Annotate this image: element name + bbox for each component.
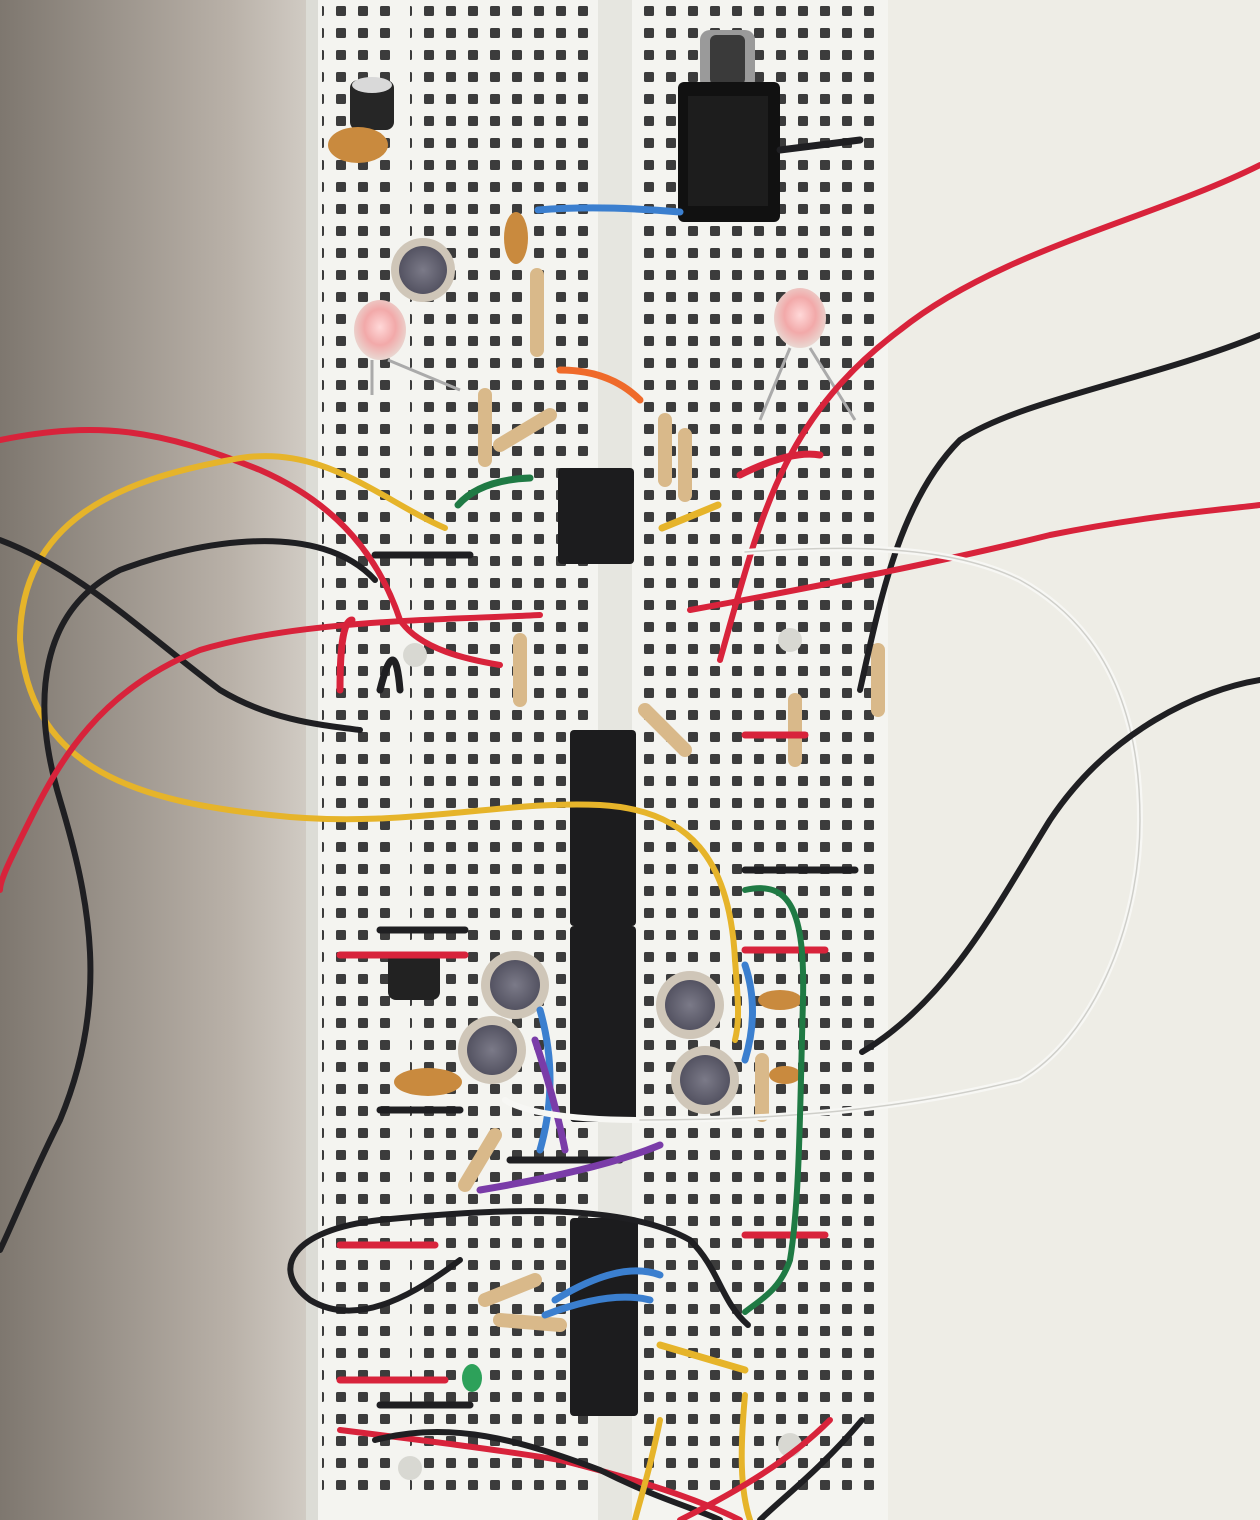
ic-chips <box>558 468 638 1416</box>
audio-jack-icon <box>678 30 780 222</box>
ic-16pin-middle <box>570 926 636 1122</box>
resistor-icon <box>458 268 885 1332</box>
background-left <box>0 0 330 1520</box>
ldr-icon <box>391 238 739 1114</box>
ic-st-16pin <box>570 730 636 926</box>
op-amp-8pin-top <box>558 468 634 564</box>
jumper-wires <box>336 136 864 1409</box>
flying-wires <box>0 162 1260 1520</box>
capacitor-icon <box>328 77 802 1392</box>
ic-14pin-bottom <box>570 1218 638 1416</box>
led-icon <box>354 288 857 421</box>
